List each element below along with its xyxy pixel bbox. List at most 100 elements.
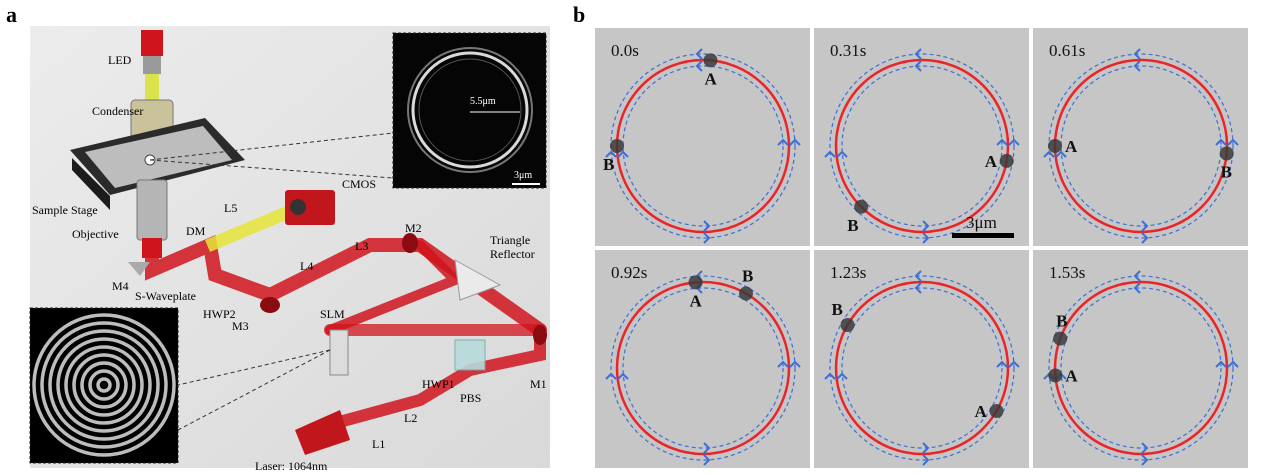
direction-arrow-icon [1008,360,1020,368]
particle-label-B: B [1056,312,1067,331]
inset-radius-label: 5.5μm [470,96,496,107]
callout-lines [149,132,394,431]
particle-A [999,153,1014,168]
label-sample-stage: Sample Stage [32,203,98,217]
label-cmos: CMOS [342,177,376,191]
direction-arrow-icon [996,138,1008,146]
dashed-outer-circle [610,53,796,239]
direction-arrow-icon [836,372,848,380]
objective [136,179,168,258]
direction-arrow-icon [1133,48,1141,60]
label-l5: L5 [224,201,237,215]
direction-arrow-icon [922,454,930,466]
particle-B [1053,331,1068,346]
frame-svg: AB0.61s [1043,41,1239,244]
mirror-m2 [402,233,418,253]
direction-arrow-icon [777,138,789,146]
particle-A [688,275,703,290]
direction-arrow-icon [922,232,930,244]
panel-a-letter: a [6,2,17,27]
frame-svg: AB0.0s [603,41,801,244]
label-led: LED [108,53,132,67]
pbs-cube [454,339,486,371]
label-triangle-reflector-2: Reflector [490,247,535,261]
direction-arrow-icon [617,150,629,158]
particle-label-A: A [690,291,703,310]
particle-label-B: B [1221,162,1232,181]
direction-arrow-icon [1141,442,1149,454]
direction-arrow-icon [914,282,922,294]
label-hwp2: HWP2 [203,307,236,321]
inset-ring-image: 5.5μm 3μm [392,32,547,189]
particle-label-B: B [832,300,843,319]
dashed-outer-circle [1048,275,1234,461]
optical-ring [615,58,791,234]
particle-label-A: A [1065,366,1078,385]
mirror-m4 [128,262,150,276]
label-laser: Laser: 1064nm [255,459,328,473]
optical-ring [834,280,1010,456]
dashed-inner-circle [1060,287,1222,449]
direction-arrow-icon [836,150,848,158]
sample-stage [70,118,245,210]
direction-arrow-icon [703,220,711,232]
laser-source [295,410,350,455]
scale-bar-label: 3μm [966,213,997,232]
direction-arrow-icon [789,360,801,368]
direction-arrow-icon [1133,270,1141,282]
label-dm: DM [186,224,206,238]
dashed-inner-circle [1060,65,1222,227]
frame-time-label: 0.31s [830,41,866,60]
frame-svg: AB0.92s [605,263,801,466]
particle-label-B: B [603,155,614,174]
particle-B [610,139,624,153]
optical-ring [1053,58,1229,234]
direction-arrow-icon [1215,138,1227,146]
direction-arrow-icon [1055,150,1067,158]
direction-arrow-icon [1133,60,1141,72]
label-pbs: PBS [460,391,481,405]
particle-A [703,53,718,68]
direction-arrow-icon [1043,150,1055,158]
label-l3: L3 [355,239,368,253]
frame-svg: A B 1.53s [1043,263,1239,466]
frame-1: A B 0.31s 3μm [814,28,1029,246]
direction-arrow-icon [914,60,922,72]
direction-arrow-icon [703,454,711,466]
frame-time-label: 1.23s [830,263,866,282]
direction-arrow-icon [1133,282,1141,294]
label-m4: M4 [112,279,129,293]
inset-scale-label: 3μm [514,170,532,181]
direction-arrow-icon [1227,360,1239,368]
dashed-inner-circle [622,287,784,449]
dashed-outer-circle [829,275,1015,461]
optical-setup-diagram: 5.5μm 3μm LED Condenser CMOS Sample Stag… [29,26,550,473]
direction-arrow-icon [1141,220,1149,232]
particle-A [1048,368,1063,383]
cmos-camera [285,190,335,225]
particle-label-A: A [985,152,998,171]
particle-label-B: B [847,216,858,235]
direction-arrow-icon [1008,138,1020,146]
dashed-outer-circle [829,53,1015,239]
dashed-outer-circle [610,275,796,461]
particle-label-B: B [742,267,753,286]
scale-bar [952,233,1014,238]
frame-time-label: 1.53s [1049,263,1085,282]
led-source [141,30,163,104]
particle-B [840,318,855,332]
dashed-inner-circle [622,65,784,227]
direction-arrow-icon [695,48,703,60]
triangle-reflector [454,259,502,301]
direction-arrow-icon [703,232,711,244]
label-m1: M1 [530,377,547,391]
direction-arrow-icon [914,270,922,282]
direction-arrow-icon [1141,454,1149,466]
label-hwp1: HWP1 [422,377,455,391]
label-objective: Objective [72,227,119,241]
imaging-beam [205,200,305,252]
